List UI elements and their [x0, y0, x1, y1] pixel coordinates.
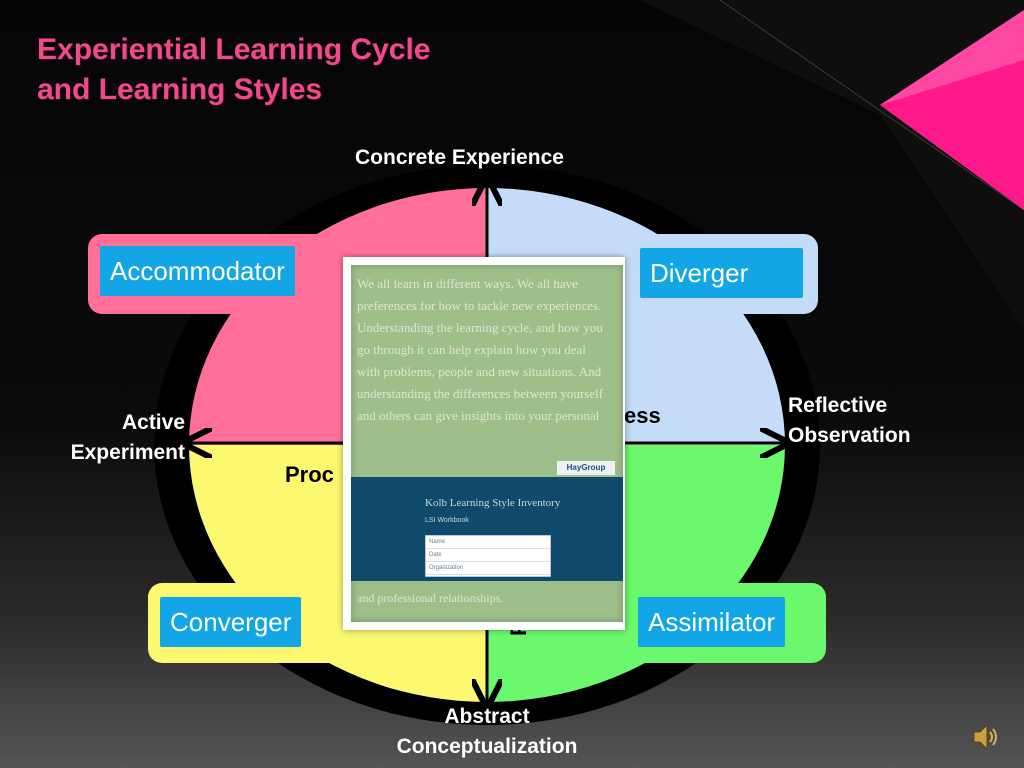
- document-publisher-tab: HayGroup: [557, 461, 615, 475]
- axis-label-reflective-observation: Reflective Observation: [788, 391, 911, 451]
- document-band-title: Kolb Learning Style Inventory: [425, 497, 561, 509]
- document-form-row: Date: [426, 549, 550, 562]
- abstract-line-1: Abstract: [444, 705, 530, 728]
- document-page: We all learn in different ways. We all h…: [351, 265, 623, 622]
- axis-label-abstract-conceptualization: Abstract Conceptualization: [372, 702, 602, 762]
- document-band-subtitle: LSI Workbook: [425, 517, 469, 524]
- document-cover-band: Kolb Learning Style Inventory LSI Workbo…: [351, 477, 623, 581]
- slide-title-line-1: Experiential Learning Cycle: [37, 33, 431, 66]
- reflective-line-1: Reflective: [788, 394, 888, 417]
- document-form-row: Organization: [426, 562, 550, 575]
- active-line-2: Experiment: [70, 441, 185, 464]
- inner-label-left: Proc: [285, 462, 334, 487]
- converger-label: Converger: [160, 597, 302, 647]
- slide-title: Experiential Learning Cycle and Learning…: [37, 30, 430, 110]
- kolb-inventory-document-image: We all learn in different ways. We all h…: [343, 257, 625, 630]
- diverger-label: Diverger: [640, 248, 803, 298]
- document-form-row: Name: [426, 536, 550, 549]
- axis-label-concrete-experience: Concrete Experience: [355, 146, 564, 169]
- axis-label-active-experiment: Active Experiment: [40, 408, 185, 468]
- active-line-1: Active: [121, 411, 185, 434]
- reflective-line-2: Observation: [788, 424, 911, 447]
- accommodator-label: Accommodator: [100, 246, 295, 296]
- document-footer-text: and professional relationships.: [357, 591, 504, 605]
- document-body-text: We all learn in different ways. We all h…: [357, 276, 603, 423]
- document-form: Name Date Organization: [425, 535, 551, 577]
- abstract-line-2: Conceptualization: [396, 735, 578, 758]
- speaker-icon[interactable]: [972, 722, 1000, 752]
- inner-label-right: ess: [624, 403, 661, 428]
- slide-title-line-2: and Learning Styles: [37, 73, 323, 106]
- assimilator-label: Assimilator: [638, 597, 786, 647]
